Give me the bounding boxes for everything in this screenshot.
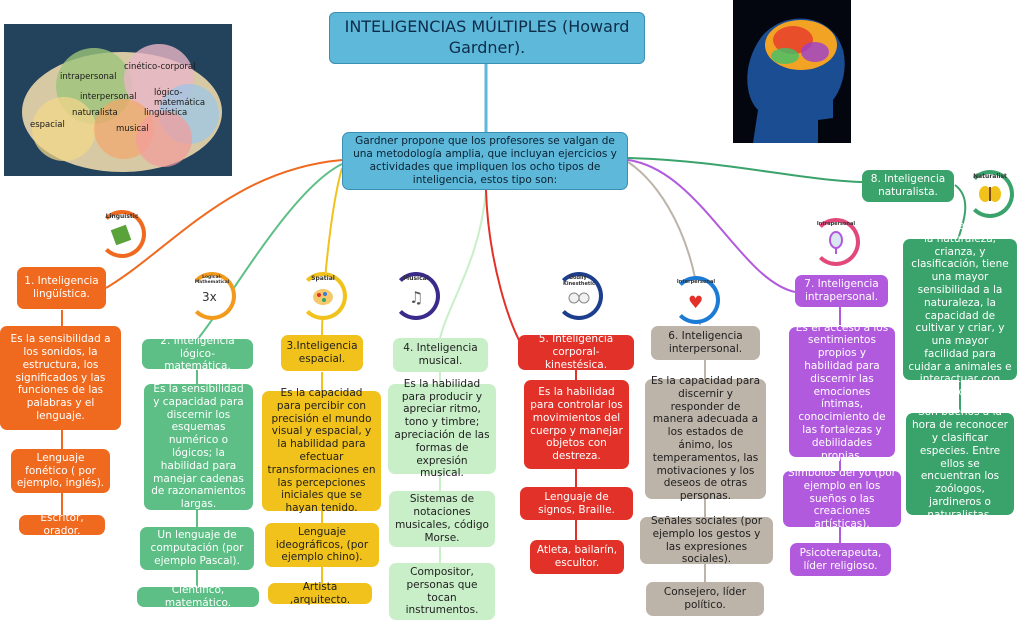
badge-bodily-label: Bodily-Kinesthetic [563,275,595,287]
bodily-description: Es la habilidad para controlar los movim… [524,380,629,469]
colored-brain-image: intrapersonal cinético-corporal interper… [4,24,232,176]
glowing-brain-head-image [733,0,851,143]
musical-description: Es la habilidad para producir y apreciar… [388,378,496,479]
logical-professions: Científico, matemático. [137,584,259,609]
spatial-professions: Artista ,arquitecto. [268,581,372,606]
interpersonal-heading: 6. Inteligencia interpersonal. [651,326,760,360]
badge-musical: Musical ♫ [392,272,440,320]
page-title: INTELIGENCIAS MÚLTIPLES (Howard Gardner)… [329,12,645,64]
badge-musical-label: Musical [403,275,429,282]
brain-label-interpersonal: interpersonal [80,92,137,102]
interpersonal-professions: Consejero, líder político. [646,582,764,616]
bodily-professions: Atleta, bailarín, escultor. [530,540,624,574]
badge-linguistic: Linguistic [98,210,146,258]
brain-illustration [22,44,222,172]
brain-label-linguistica: lingüística [144,108,188,118]
naturalist-heading: 8. Inteligencia naturalista. [862,170,954,202]
badge-linguistic-label: Linguistic [105,213,139,220]
intrapersonal-symbol-system: Símbolos del yo (por ejemplo en los sueñ… [783,467,901,530]
musical-professions: Compositor, personas que tocan instrumen… [389,563,495,620]
interpersonal-symbol-system: Señales sociales (por ejemplo los gestos… [640,515,773,565]
badge-intrapersonal-label: Intrapersonal [816,221,856,227]
musical-heading: 4. Inteligencia musical. [393,338,488,372]
interpersonal-description: Es la capacidad para discernir y respond… [645,375,766,502]
brain-label-cinetico-corporal: cinético-corporal [124,62,196,72]
brain-label-logico-matematica: lógico-matemática [154,88,206,108]
logical-heading: 2. Inteligencia lógico-matemática. [142,335,253,372]
logical-description: Es la sensibilidad y capacidad para disc… [144,383,253,510]
badge-interpersonal-label: Interpersonal [676,279,716,285]
badge-bodily-kinesthetic: Bodily-Kinesthetic [555,272,603,320]
brain-label-espacial: espacial [30,120,65,130]
spatial-symbol-system: Lenguaje ideográficos, (por ejemplo chin… [265,523,379,567]
musical-symbol-system: Sistemas de notaciones musicales, código… [389,491,495,547]
bodily-heading: 5. Inteligencia corporal-kinestésica. [518,333,634,371]
linguistic-heading: 1. Inteligencia lingüística. [17,267,106,309]
brain-label-intrapersonal: intrapersonal [60,72,117,82]
linguistic-description: Es la sensibilidad a los sonidos, la est… [0,326,121,430]
badge-spatial: Spatial [299,272,347,320]
linguistic-professions: Escritor, orador. [19,512,105,537]
badge-logical-mathematical: Logical-Mathematical 3x [188,272,236,320]
badge-logical-label: Logical-Mathematical [194,275,230,285]
brain-label-naturalista: naturalista [72,108,118,118]
intrapersonal-description: Es el acceso a los sentimientos propios … [789,322,895,462]
badge-intrapersonal: Intrapersonal [812,218,860,266]
linguistic-symbol-system: Lenguaje fonético ( por ejemplo, inglés)… [11,449,110,493]
intrapersonal-heading: 7. Inteligencia intrapersonal. [795,275,888,307]
naturalist-examples: Son buenos a la hora de reconocer y clas… [906,406,1014,521]
intro-text: Gardner propone que los profesores se va… [342,132,628,190]
intrapersonal-professions: Psicoterapeuta, líder religioso. [790,543,891,576]
badge-interpersonal: Interpersonal ♥ [672,276,720,324]
logical-symbol-system: Un lenguaje de computación (por ejemplo … [140,527,254,570]
spatial-heading: 3.Inteligencia espacial. [281,335,363,371]
bodily-symbol-system: Lenguaje de signos, Braille. [520,487,633,520]
badge-naturalist: Naturalist [966,170,1014,218]
naturalist-description: Tiene que ver con la naturaleza, crianza… [903,220,1017,398]
badge-naturalist-label: Naturalist [973,173,1007,180]
brain-label-musical: musical [116,124,149,134]
head-illustration [747,18,845,143]
badge-spatial-label: Spatial [311,275,335,282]
spatial-description: Es la capacidad para percibir con precis… [262,387,381,514]
